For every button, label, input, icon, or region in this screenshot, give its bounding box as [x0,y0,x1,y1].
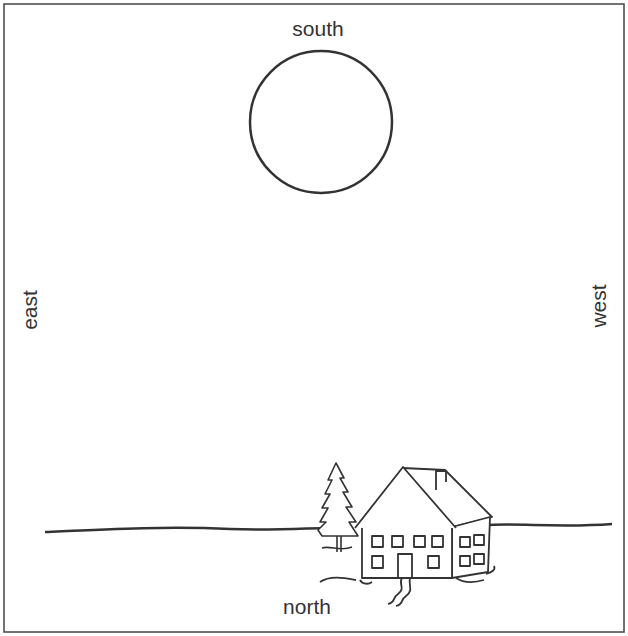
direction-label: south [292,18,343,39]
house-symbol [320,467,495,606]
frame [4,4,624,632]
tree-symbol [318,463,358,552]
horizon-line [45,528,340,532]
direction-label: west [588,284,609,327]
horizon-line [490,524,612,526]
sun-circle [250,51,392,193]
direction-label: east [19,290,40,330]
direction-label: north [283,596,331,617]
